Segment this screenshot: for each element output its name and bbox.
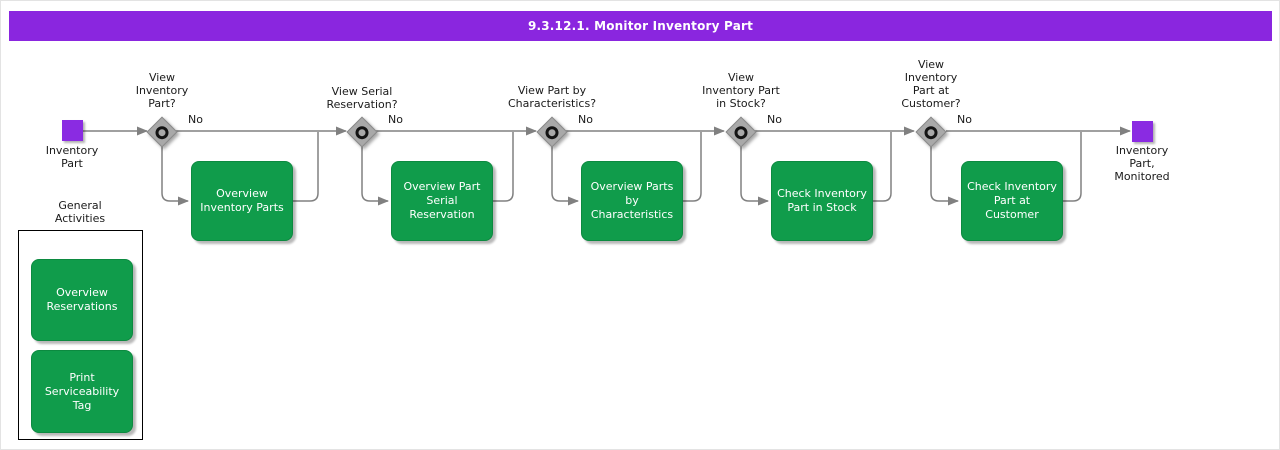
connector-act5-merge <box>1061 132 1082 202</box>
connector-gw5-down <box>930 146 959 206</box>
end-event-label: Inventory Part, Monitored <box>1114 144 1170 183</box>
decision-label-4: View Inventory Part in Stock? <box>702 71 780 110</box>
decision-label-1: View Inventory Part? <box>135 71 189 110</box>
connector-gw3-down <box>551 146 579 206</box>
no-label-4: No <box>767 113 782 126</box>
gateway-4 <box>725 116 757 148</box>
activity-label: Overview Part Serial Reservation <box>403 180 481 221</box>
activity-overview-part-serial-reservation[interactable]: Overview Part Serial Reservation <box>391 161 493 241</box>
connector-gw1-down <box>161 146 189 206</box>
gateway-circle-icon <box>352 122 372 142</box>
gateway-diamond-icon <box>346 116 378 148</box>
connector-gw2-down <box>361 146 389 206</box>
activity-label: Overview Inventory Parts <box>200 187 284 214</box>
gateway-circle-icon <box>152 122 172 142</box>
activity-label: Print Serviceability Tag <box>44 370 120 412</box>
connector-gw4-down <box>740 146 769 206</box>
gateway-circle-icon <box>921 122 941 142</box>
decision-label-5: View Inventory Part at Customer? <box>901 58 961 110</box>
no-label-1: No <box>188 113 203 126</box>
gateway-diamond-icon <box>725 116 757 148</box>
no-label-5: No <box>957 113 972 126</box>
gateway-diamond-icon <box>915 116 947 148</box>
connector-act2-merge <box>491 132 514 202</box>
activity-print-serviceability-tag[interactable]: Print Serviceability Tag <box>31 350 133 433</box>
activity-overview-parts-by-characteristics[interactable]: Overview Parts by Characteristics <box>581 161 683 241</box>
no-label-2: No <box>388 113 403 126</box>
start-event[interactable] <box>62 120 83 141</box>
activity-overview-reservations[interactable]: Overview Reservations <box>31 259 133 341</box>
gateway-diamond-icon <box>146 116 178 148</box>
decision-label-2: View Serial Reservation? <box>326 85 398 111</box>
decision-label-3: View Part by Characteristics? <box>507 84 597 110</box>
gateway-5 <box>915 116 947 148</box>
activity-label: Check Inventory Part in Stock <box>777 187 867 214</box>
page-title: 9.3.12.1. Monitor Inventory Part <box>527 19 754 33</box>
general-activities-label: General Activities <box>54 199 106 225</box>
activity-label: Overview Reservations <box>46 286 118 313</box>
activity-overview-inventory-parts[interactable]: Overview Inventory Parts <box>191 161 293 241</box>
gateway-3 <box>536 116 568 148</box>
title-banner: 9.3.12.1. Monitor Inventory Part <box>9 11 1272 41</box>
gateway-1 <box>146 116 178 148</box>
connector-act4-merge <box>871 132 892 202</box>
general-activities-box: Overview Reservations Print Serviceabili… <box>18 230 143 440</box>
connector-act1-merge <box>293 132 319 202</box>
gateway-diamond-icon <box>536 116 568 148</box>
no-label-3: No <box>578 113 593 126</box>
end-event[interactable] <box>1132 121 1153 142</box>
gateway-2 <box>346 116 378 148</box>
activity-check-inventory-part-at-customer[interactable]: Check Inventory Part at Customer <box>961 161 1063 241</box>
gateway-circle-icon <box>731 122 751 142</box>
activity-label: Overview Parts by Characteristics <box>590 180 674 221</box>
activity-label: Check Inventory Part at Customer <box>967 180 1057 221</box>
gateway-circle-icon <box>542 122 562 142</box>
activity-check-inventory-part-in-stock[interactable]: Check Inventory Part in Stock <box>771 161 873 241</box>
connector-act3-merge <box>681 132 702 202</box>
start-event-label: Inventory Part <box>45 144 99 170</box>
